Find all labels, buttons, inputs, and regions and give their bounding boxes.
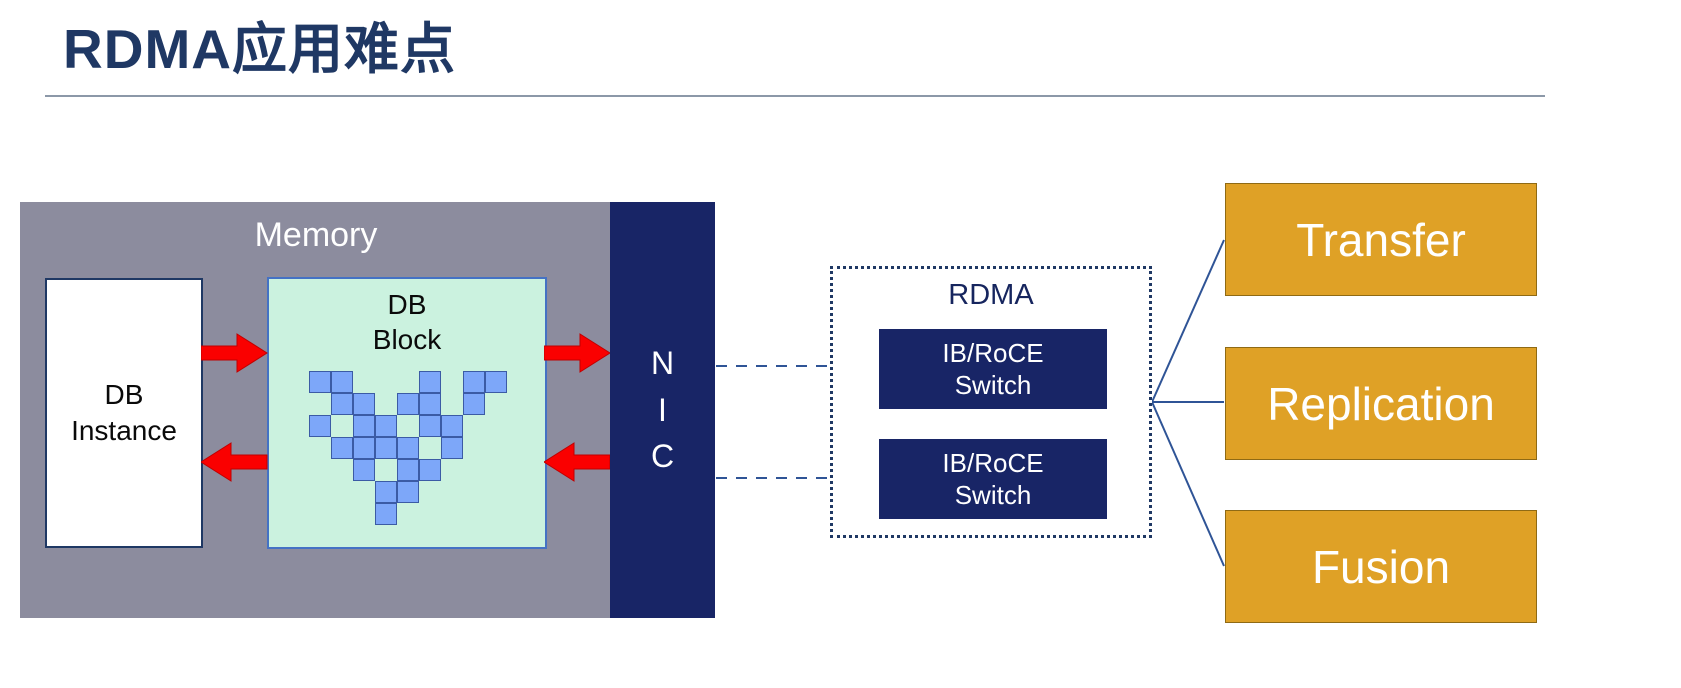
db-block-cell <box>419 459 441 481</box>
db-instance-label: DB Instance <box>71 377 177 450</box>
db-block-cell <box>463 481 485 503</box>
page-title: RDMA应用难点 <box>63 18 456 80</box>
db-block-cell <box>331 459 353 481</box>
db-block-cell <box>331 415 353 437</box>
db-instance-label-line1: DB <box>104 378 144 410</box>
db-block-cell <box>331 393 353 415</box>
db-block-cell <box>463 437 485 459</box>
arrow-block-to-instance-icon <box>201 442 268 482</box>
db-block-cell <box>375 437 397 459</box>
ib-roce-switch-box-2: IB/RoCE Switch <box>879 439 1107 519</box>
db-block-label: DB Block <box>269 279 545 357</box>
db-block-cell <box>309 437 331 459</box>
switch-1-label-line1: IB/RoCE <box>942 337 1044 368</box>
db-block-cell <box>353 437 375 459</box>
db-block-cell <box>353 415 375 437</box>
db-block-cell <box>375 393 397 415</box>
db-block-label-line1: DB <box>387 289 427 320</box>
db-block-cell <box>419 393 441 415</box>
switch-2-label-line1: IB/RoCE <box>942 447 1044 478</box>
db-block-cell <box>375 503 397 525</box>
rdma-fusion-link <box>1151 401 1225 567</box>
db-block-cell <box>441 415 463 437</box>
db-instance-label-line2: Instance <box>71 415 177 446</box>
db-block-cell <box>375 481 397 503</box>
arrow-instance-to-block-icon <box>201 333 268 373</box>
nic-box: N I C <box>610 202 715 618</box>
rdma-label: RDMA <box>948 279 1034 311</box>
db-block-cell <box>331 503 353 525</box>
db-block-cell <box>463 503 485 525</box>
db-block-cell <box>397 459 419 481</box>
db-block-cell <box>419 503 441 525</box>
db-instance-box: DB Instance <box>45 278 203 548</box>
db-block-cell <box>485 415 507 437</box>
db-block-cell <box>441 481 463 503</box>
db-block-cell <box>375 459 397 481</box>
db-block-cell <box>463 371 485 393</box>
nic-letter-n: N <box>650 345 675 382</box>
memory-box: Memory DB Instance DB Block <box>20 202 612 618</box>
db-block-cell <box>309 371 331 393</box>
db-block-cell <box>331 481 353 503</box>
db-block-label-line2: Block <box>372 324 442 355</box>
db-block-cell <box>419 481 441 503</box>
db-block-cell <box>353 393 375 415</box>
memory-label: Memory <box>254 216 378 254</box>
db-block-cell <box>463 459 485 481</box>
rdma-group-box: RDMA IB/RoCE Switch IB/RoCE Switch <box>830 266 1152 538</box>
db-block-cell <box>353 503 375 525</box>
arrow-block-to-nic-icon <box>544 333 611 373</box>
db-block-cell <box>485 371 507 393</box>
db-block-cell <box>353 459 375 481</box>
db-block-cell <box>309 459 331 481</box>
db-block-cell <box>397 437 419 459</box>
db-block-cell <box>397 503 419 525</box>
db-block-cell <box>309 393 331 415</box>
db-block-cell <box>309 503 331 525</box>
fusion-box: Fusion <box>1225 510 1537 623</box>
db-block-cell <box>397 415 419 437</box>
transfer-box: Transfer <box>1225 183 1537 296</box>
ib-roce-switch-box-1: IB/RoCE Switch <box>879 329 1107 409</box>
switch-1-label-line2: Switch <box>954 370 1032 400</box>
arrow-nic-to-block-icon <box>544 442 611 482</box>
title-divider <box>45 95 1545 97</box>
db-block-cell <box>419 371 441 393</box>
db-block-cell <box>309 415 331 437</box>
db-block-cell <box>485 503 507 525</box>
db-block-cell <box>375 415 397 437</box>
rdma-transfer-link <box>1151 239 1225 403</box>
db-block-cell <box>441 459 463 481</box>
db-block-box: DB Block <box>267 277 547 549</box>
db-block-cell <box>331 371 353 393</box>
db-block-cell <box>397 371 419 393</box>
db-block-cell <box>309 481 331 503</box>
db-block-cell <box>331 437 353 459</box>
db-block-cell <box>441 371 463 393</box>
db-block-cell <box>485 459 507 481</box>
db-block-cell <box>441 393 463 415</box>
db-block-cell <box>353 371 375 393</box>
db-block-cell <box>485 481 507 503</box>
db-block-cell <box>397 481 419 503</box>
replication-box: Replication <box>1225 347 1537 460</box>
db-block-cell <box>463 393 485 415</box>
db-block-cell <box>419 415 441 437</box>
db-block-cell <box>485 437 507 459</box>
db-block-cell <box>463 415 485 437</box>
switch-2-label-line2: Switch <box>954 480 1032 510</box>
nic-letter-i: I <box>658 391 667 428</box>
db-block-cell <box>419 437 441 459</box>
db-block-cell <box>353 481 375 503</box>
db-block-cell <box>397 393 419 415</box>
db-block-cell <box>441 437 463 459</box>
db-block-cell <box>441 503 463 525</box>
nic-letter-c: C <box>650 438 675 475</box>
db-block-cell <box>375 371 397 393</box>
db-block-cell <box>485 393 507 415</box>
db-block-grid <box>309 371 507 525</box>
